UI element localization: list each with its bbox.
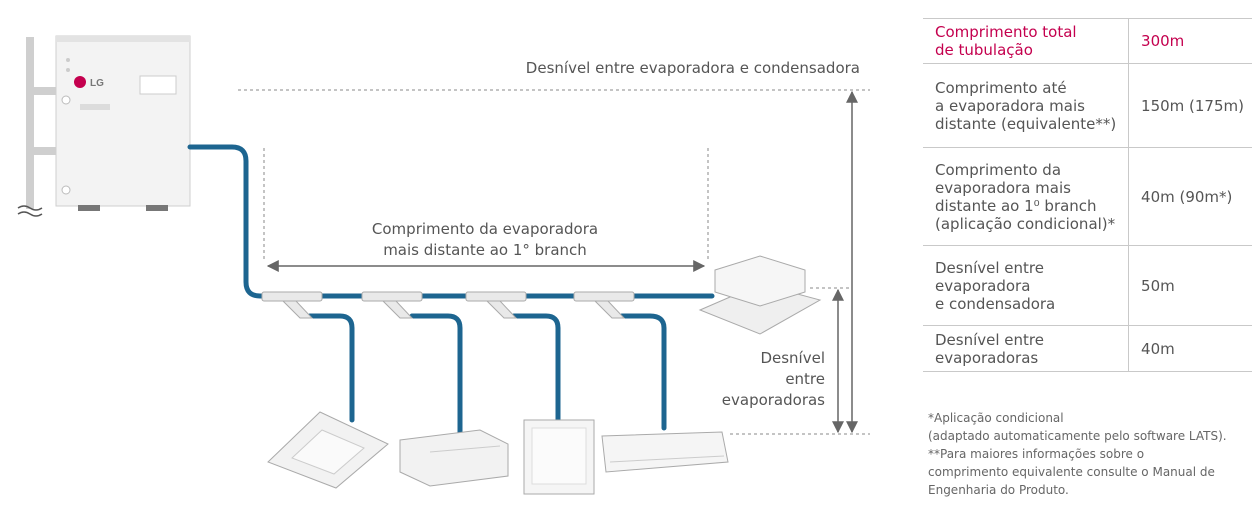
dashed-reference-lines bbox=[238, 89, 870, 435]
footnote-line: (adaptado automaticamente pelo software … bbox=[928, 429, 1227, 443]
table-row-condenser-height: Desnível entre evaporadora e condensador… bbox=[923, 245, 1252, 326]
label-branch-line-2: mais distante ao 1° branch bbox=[383, 241, 587, 259]
row-value: 50m bbox=[1128, 245, 1252, 326]
row-label-line: e condensadora bbox=[935, 294, 1056, 313]
dimension-arrows bbox=[266, 90, 858, 434]
indoor-duct-unit bbox=[399, 429, 509, 487]
piping-diagram: LG bbox=[17, 35, 870, 495]
row-label-line: a evaporadora mais bbox=[935, 96, 1085, 115]
label-evap-line-1: Desnível bbox=[760, 349, 825, 367]
row-label-line: Desnível entre bbox=[935, 258, 1044, 277]
row-label: Desnível entre evaporadora e condensador… bbox=[923, 245, 1129, 326]
label-branch-line-1: Comprimento da evaporadora bbox=[371, 220, 599, 238]
lg-logo-icon bbox=[74, 76, 86, 88]
piping-illustration: LG bbox=[17, 35, 870, 495]
main-refrigerant-pipe bbox=[187, 144, 715, 299]
row-value: 150m (175m) bbox=[1128, 63, 1252, 148]
row-label-line: evaporadora bbox=[935, 276, 1031, 295]
indoor-wall-mounted-unit bbox=[601, 431, 729, 473]
table-row-total-length: Comprimento total de tubulação 300m bbox=[923, 18, 1252, 64]
row-label-line: distante (equivalente**) bbox=[935, 114, 1117, 133]
row-label: Desnível entre evaporadoras bbox=[923, 325, 1129, 372]
indoor-cassette-unit bbox=[267, 411, 389, 489]
row-label-line: de tubulação bbox=[935, 41, 1033, 59]
row-value: 40m bbox=[1128, 325, 1252, 372]
row-label-line: (aplicação condicional)* bbox=[935, 214, 1116, 233]
ceiling-cassette-unit-far bbox=[698, 255, 822, 335]
wall-bracket bbox=[17, 37, 56, 217]
footnote-line: *Aplicação condicional bbox=[928, 411, 1064, 425]
footnotes: *Aplicação condicional (adaptado automat… bbox=[928, 409, 1252, 499]
row-label-line: Comprimento total bbox=[935, 23, 1077, 41]
lg-logo-text: LG bbox=[90, 78, 104, 89]
table-row-evaporator-height: Desnível entre evaporadoras 40m bbox=[923, 325, 1252, 372]
table-row-first-branch: Comprimento da evaporadora mais distante… bbox=[923, 147, 1252, 246]
label-evap-line-2: entre bbox=[785, 370, 825, 388]
row-label: Comprimento até a evaporadora mais dista… bbox=[923, 63, 1129, 148]
row-label-line: Comprimento até bbox=[935, 78, 1067, 97]
row-value: 40m (90m*) bbox=[1128, 147, 1252, 246]
table-row-farthest-evaporator: Comprimento até a evaporadora mais dista… bbox=[923, 63, 1252, 148]
outdoor-condenser-unit: LG bbox=[55, 35, 191, 211]
branch-pipes bbox=[307, 313, 667, 443]
branch-fittings bbox=[261, 291, 635, 319]
row-label: Comprimento total de tubulação bbox=[923, 18, 1129, 64]
row-label-line: evaporadoras bbox=[935, 348, 1039, 367]
footnote-line: Engenharia do Produto. bbox=[928, 483, 1069, 497]
row-label: Comprimento da evaporadora mais distante… bbox=[923, 147, 1129, 246]
row-value: 300m bbox=[1128, 18, 1252, 64]
footnote-line: comprimento equivalente consulte o Manua… bbox=[928, 465, 1215, 479]
label-desnivel-condensadora: Desnível entre evaporadora e condensador… bbox=[525, 59, 860, 77]
footnote-line: **Para maiores informações sobre o bbox=[928, 447, 1145, 461]
spec-table: Comprimento total de tubulação 300m Comp… bbox=[923, 18, 1252, 372]
row-label-line: Comprimento da bbox=[935, 160, 1062, 179]
label-desnivel-evaporadoras: Desnível entre evaporadoras bbox=[700, 348, 825, 411]
label-evap-line-3: evaporadoras bbox=[721, 391, 825, 409]
row-label-line: evaporadora mais bbox=[935, 178, 1071, 197]
indoor-console-unit bbox=[523, 419, 595, 495]
row-label-line: distante ao 1⁰ branch bbox=[935, 196, 1097, 215]
label-branch-length: Comprimento da evaporadora mais distante… bbox=[330, 219, 640, 261]
row-label-line: Desnível entre bbox=[935, 330, 1044, 349]
